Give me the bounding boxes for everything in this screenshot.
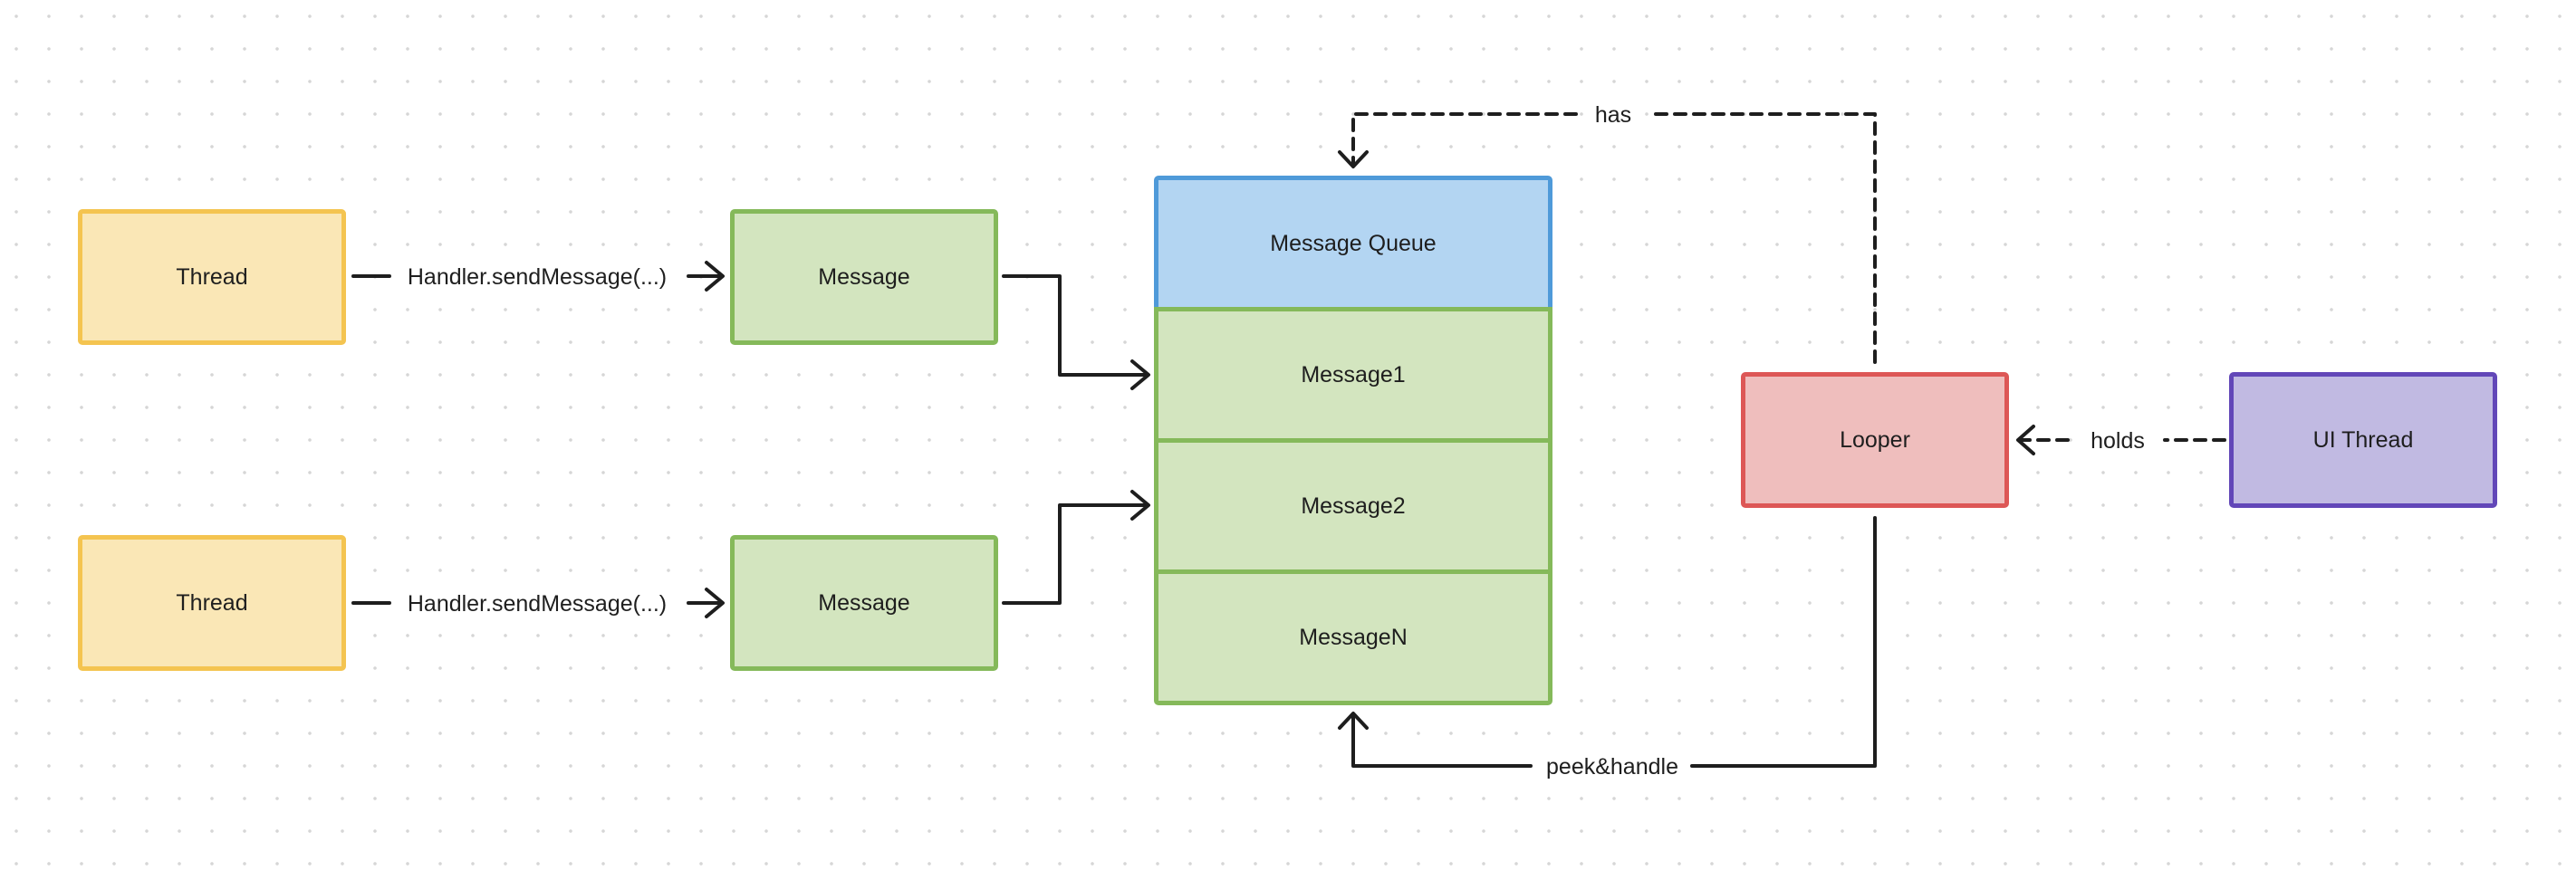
arrowhead-send-top bbox=[705, 261, 725, 292]
edge-peek-left bbox=[1351, 713, 1533, 768]
arrowhead-message-top-to-queue bbox=[1130, 359, 1150, 390]
thread-node-top[interactable]: Thread bbox=[78, 209, 346, 345]
queue-item-message2[interactable]: Message2 bbox=[1154, 438, 1552, 574]
message-node-top[interactable]: Message bbox=[730, 209, 998, 345]
thread-node-bottom-label: Thread bbox=[176, 589, 248, 616]
arrowhead-send-bottom bbox=[705, 588, 725, 618]
edge-peek-right bbox=[1690, 516, 1877, 768]
arrowhead-has bbox=[1338, 150, 1369, 168]
arrowhead-peek bbox=[1338, 712, 1369, 730]
looper-node-label: Looper bbox=[1840, 426, 1910, 453]
edge-has-left bbox=[1351, 112, 1578, 167]
arrowhead-message-bottom-to-queue bbox=[1130, 490, 1150, 521]
edge-label-send-top: Handler.sendMessage(...) bbox=[399, 263, 675, 292]
queue-item-message2-label: Message2 bbox=[1301, 493, 1406, 519]
arrowhead-holds bbox=[2016, 425, 2035, 455]
queue-item-messagen-label: MessageN bbox=[1299, 624, 1408, 650]
message-queue-header[interactable]: Message Queue bbox=[1154, 176, 1552, 311]
edge-label-send-bottom: Handler.sendMessage(...) bbox=[399, 589, 675, 618]
message-queue-header-label: Message Queue bbox=[1270, 230, 1437, 256]
queue-item-message1[interactable]: Message1 bbox=[1154, 307, 1552, 443]
looper-node[interactable]: Looper bbox=[1741, 372, 2009, 508]
message-node-top-label: Message bbox=[818, 263, 910, 290]
message-node-bottom-label: Message bbox=[818, 589, 910, 616]
edge-message-top-to-queue bbox=[1002, 274, 1148, 377]
ui-thread-node-label: UI Thread bbox=[2312, 426, 2414, 453]
edge-label-holds: holds bbox=[2083, 426, 2152, 455]
queue-item-message1-label: Message1 bbox=[1301, 361, 1406, 387]
edge-label-has: has bbox=[1587, 100, 1639, 129]
message-node-bottom[interactable]: Message bbox=[730, 535, 998, 671]
edge-label-peek-handle: peek&handle bbox=[1539, 752, 1686, 781]
edge-message-bottom-to-queue bbox=[1002, 503, 1148, 605]
edge-has-right bbox=[1648, 112, 1877, 364]
ui-thread-node[interactable]: UI Thread bbox=[2229, 372, 2497, 508]
thread-node-bottom[interactable]: Thread bbox=[78, 535, 346, 671]
queue-item-messagen[interactable]: MessageN bbox=[1154, 569, 1552, 705]
thread-node-top-label: Thread bbox=[176, 263, 248, 290]
